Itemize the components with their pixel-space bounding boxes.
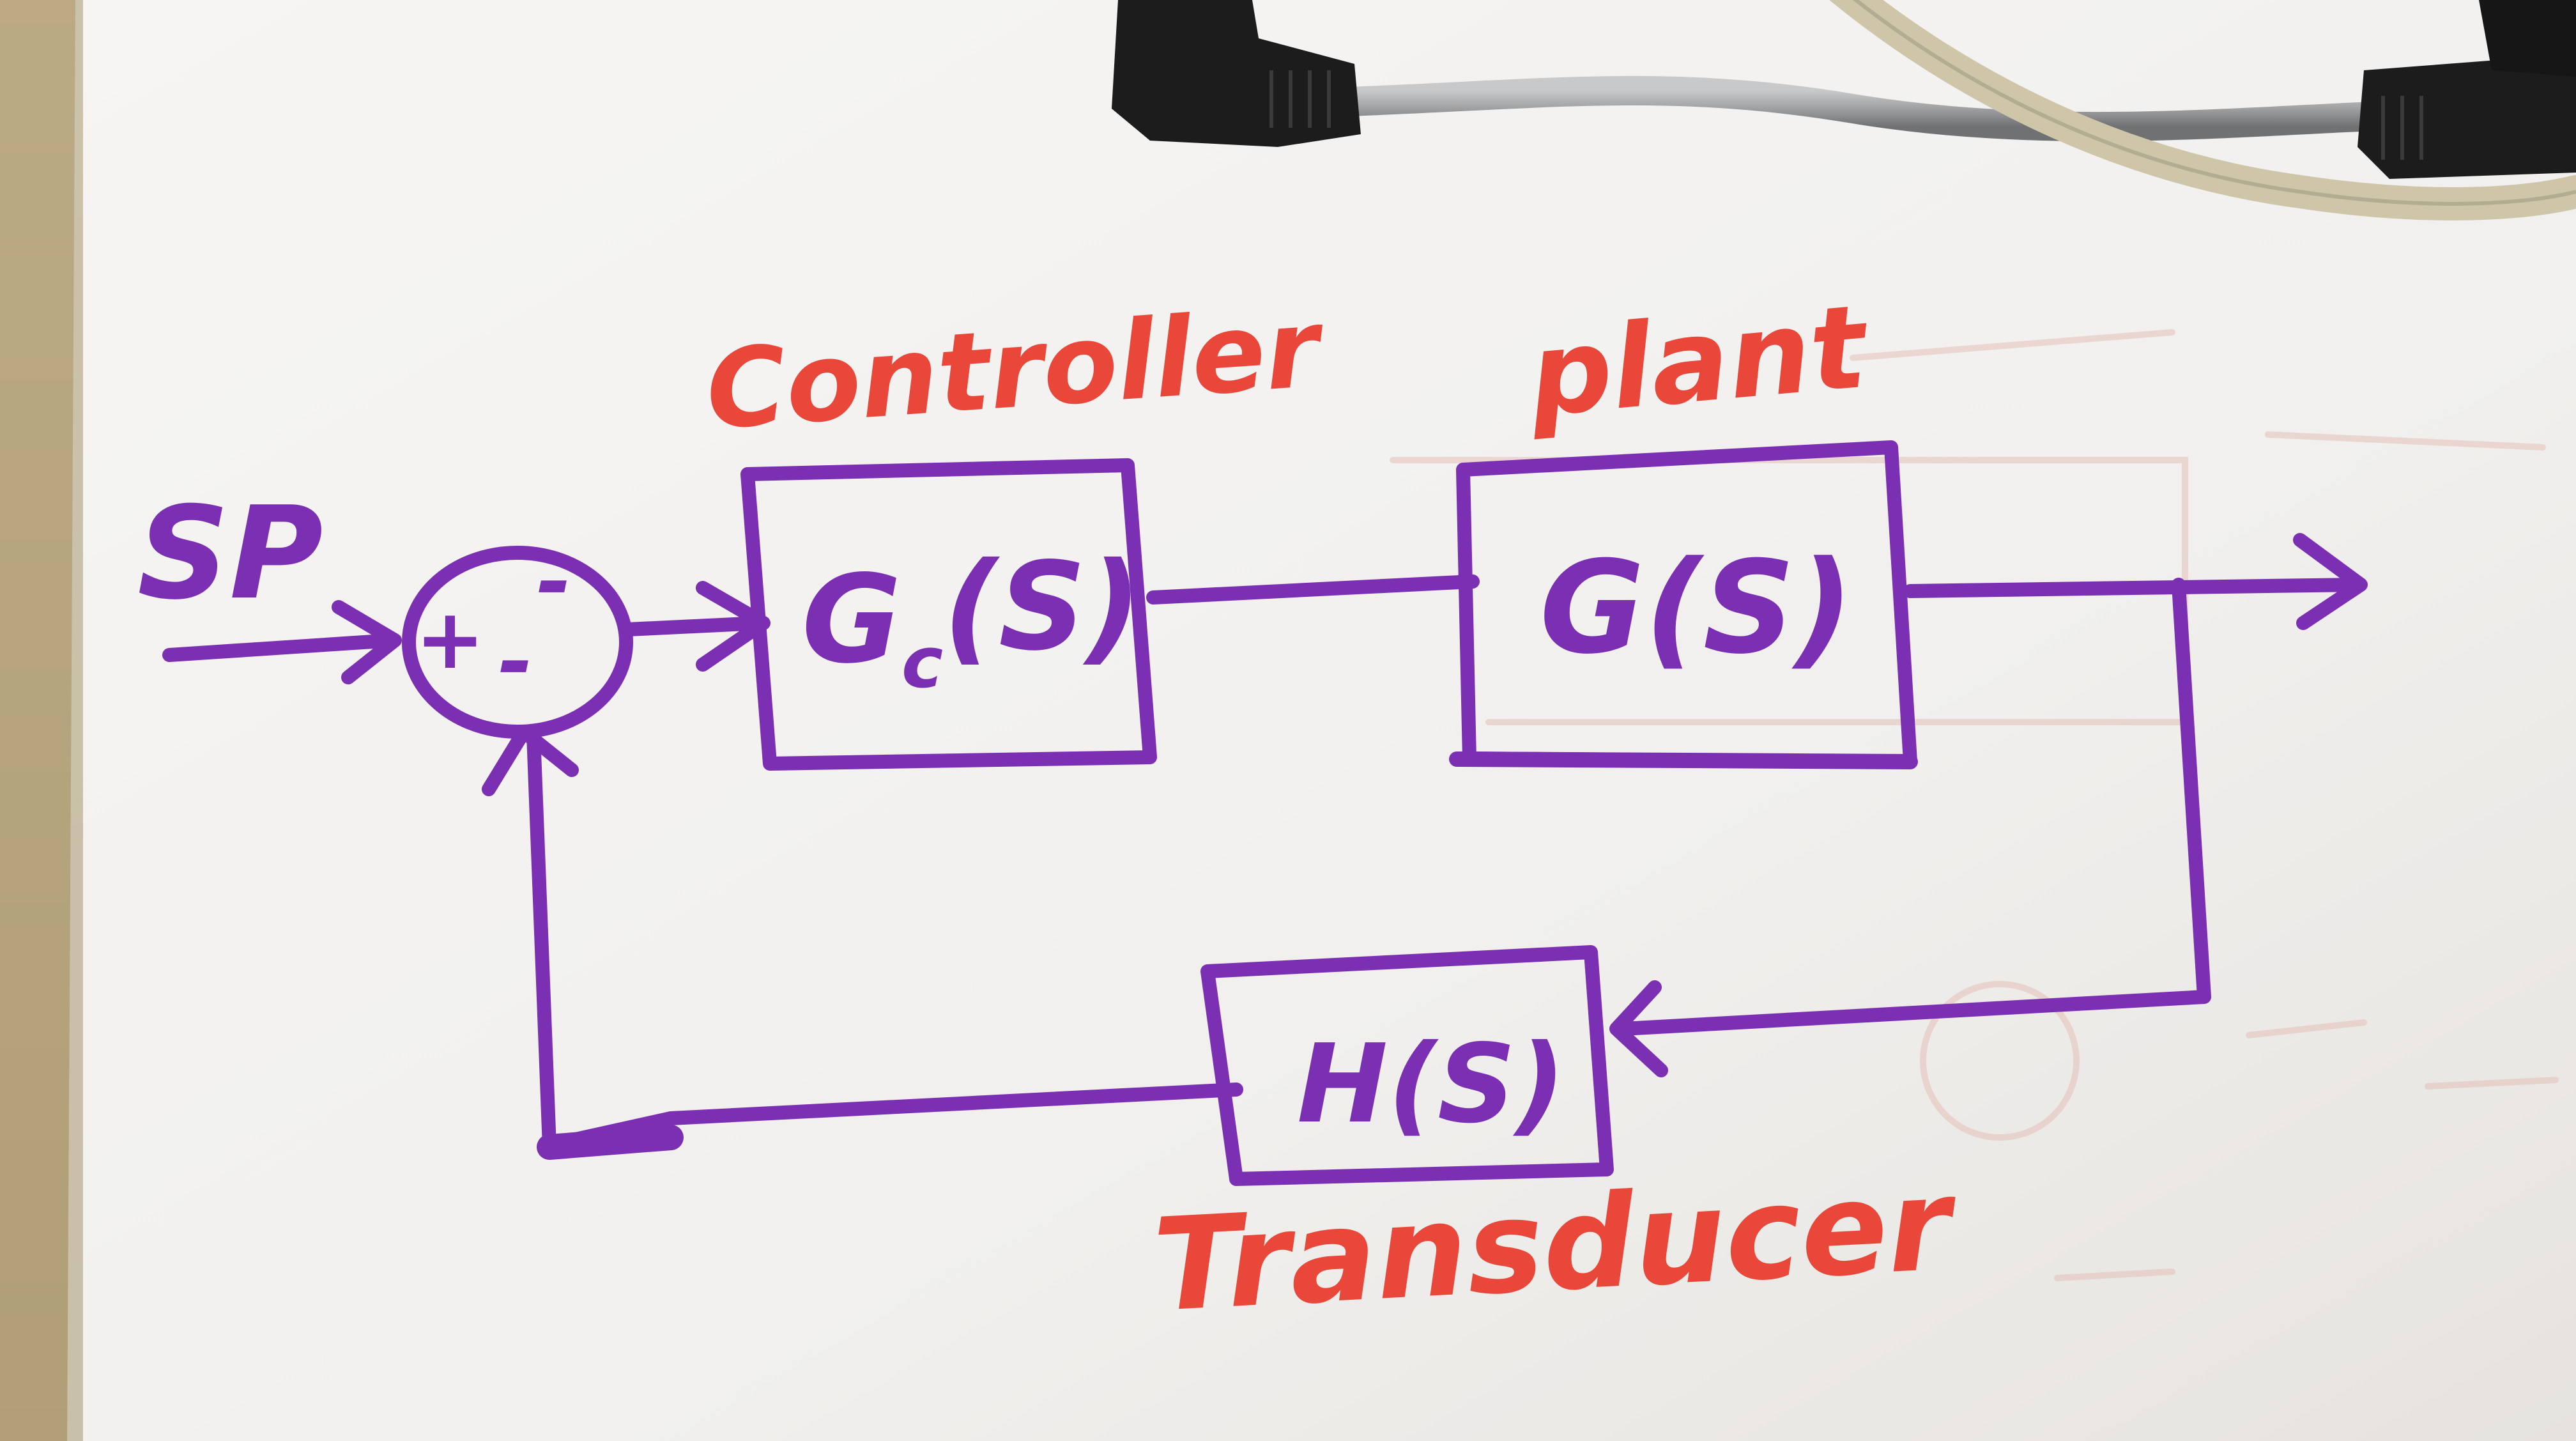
feedback-up-line: [526, 728, 556, 1154]
transducer-block[interactable]: [1200, 945, 1614, 1186]
junction-minus-top: -: [537, 533, 571, 630]
black-connector-icon: [1112, 0, 1361, 147]
grey-cable-icon: [1314, 75, 2417, 142]
controller-block[interactable]: [740, 458, 1157, 771]
junction-signs: + - -: [415, 533, 571, 710]
input-label-sp: SP: [137, 479, 323, 628]
paper-sheet: [67, 0, 2576, 1441]
paper-edge-shadow: [0, 0, 83, 1441]
block-diagram: [162, 440, 2368, 1186]
feedback-up-arrowhead: [482, 725, 579, 796]
output-arrowhead: [2293, 533, 2368, 630]
controller-tf-subscript: c: [901, 622, 943, 704]
feedback-pickoff-line: [1616, 578, 2211, 1036]
controller-tf-argument: (S): [943, 536, 1142, 677]
plant-caption: plant: [1523, 280, 1874, 443]
plant-transfer-function: G(S): [1540, 534, 1853, 682]
transducer-transfer-function: H(S): [1297, 1021, 1565, 1148]
controller-to-plant-line: [1146, 574, 1480, 605]
output-line: [1903, 578, 2365, 598]
controller-tf-main: G: [802, 549, 901, 690]
junction-plus-sign: +: [415, 590, 485, 688]
cables: [1112, 0, 2576, 220]
input-arrowhead: [332, 600, 402, 684]
junction-minus-bottom: -: [498, 613, 533, 710]
controller-transfer-function: Gc(S): [802, 536, 1142, 704]
feedback-arrowhead: [1609, 980, 1668, 1077]
error-signal-line: [620, 616, 767, 636]
black-connector-icon: [2358, 0, 2576, 179]
input-arrow: [162, 633, 400, 662]
